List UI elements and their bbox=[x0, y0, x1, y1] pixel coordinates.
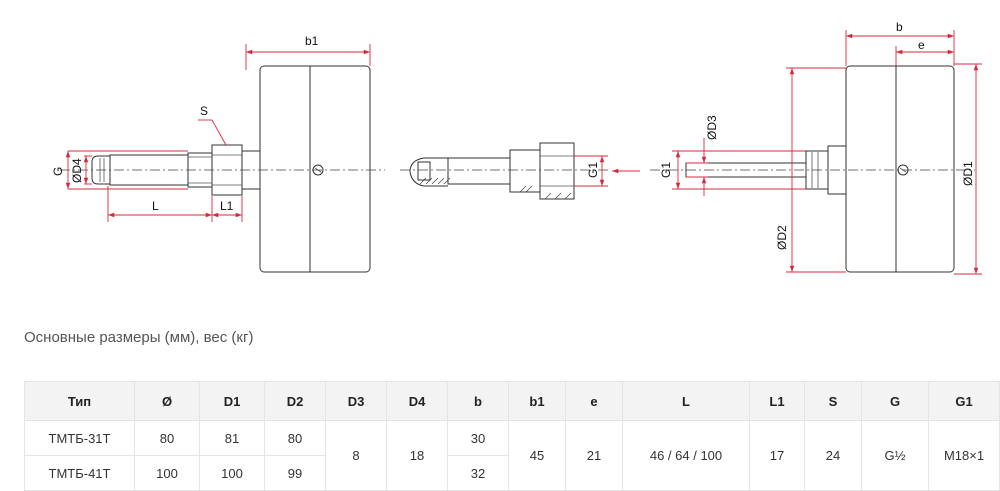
cell-diameter: 100 bbox=[134, 455, 200, 491]
s-label: S bbox=[200, 104, 208, 118]
cell-d2: 99 bbox=[264, 455, 326, 491]
cell-d3: 8 bbox=[325, 420, 387, 491]
header-l1: L1 bbox=[749, 381, 805, 421]
cell-d2: 80 bbox=[264, 420, 326, 456]
right-view-drawing: b e ØD3 G1 ØD2 ØD1 bbox=[650, 20, 982, 275]
d2-label: ØD2 bbox=[775, 225, 789, 250]
d4-label: ØD4 bbox=[70, 158, 84, 183]
cell-diameter: 80 bbox=[134, 420, 200, 456]
cell-g: G½ bbox=[861, 420, 929, 491]
cell-l1: 17 bbox=[749, 420, 805, 491]
header-b: b bbox=[447, 381, 509, 421]
cell-s: 24 bbox=[804, 420, 862, 491]
cell-b: 32 bbox=[447, 455, 509, 491]
header-b1: b1 bbox=[508, 381, 566, 421]
header-d3: D3 bbox=[325, 381, 387, 421]
e-label: e bbox=[918, 38, 925, 52]
g1-middle-label: G1 bbox=[586, 162, 600, 178]
dimensions-caption: Основные размеры (мм), вес (кг) bbox=[24, 329, 254, 346]
technical-drawing: b1 S G ØD4 L L1 bbox=[51, 20, 982, 275]
cell-b: 30 bbox=[447, 420, 509, 456]
header-g: G bbox=[861, 381, 929, 421]
cell-d4: 18 bbox=[386, 420, 448, 491]
d1-label: ØD1 bbox=[961, 161, 975, 186]
header-type: Тип bbox=[24, 381, 135, 421]
middle-view-drawing: G1 bbox=[400, 142, 640, 200]
header-e: e bbox=[565, 381, 623, 421]
left-view-drawing: b1 S G ØD4 L L1 bbox=[51, 34, 385, 273]
header-g1: G1 bbox=[928, 381, 1000, 421]
header-d4: D4 bbox=[386, 381, 448, 421]
cell-d1: 81 bbox=[199, 420, 265, 456]
g1-right-label: G1 bbox=[659, 162, 673, 178]
header-s: S bbox=[804, 381, 862, 421]
l1-label: L1 bbox=[220, 199, 234, 213]
header-diameter: Ø bbox=[134, 381, 200, 421]
table-row: ТМТБ-41Т 100 100 99 32 bbox=[24, 455, 1000, 491]
table-header-row: Тип Ø D1 D2 D3 D4 b b1 e L L1 S G G1 bbox=[24, 381, 1000, 421]
cell-g1: M18×1 bbox=[928, 420, 1000, 491]
d3-label: ØD3 bbox=[705, 115, 719, 140]
l-label: L bbox=[152, 199, 159, 213]
table-row: ТМТБ-31Т 80 81 80 8 18 30 45 21 46 / 64 … bbox=[24, 420, 1000, 491]
cell-e: 21 bbox=[565, 420, 623, 491]
header-d2: D2 bbox=[264, 381, 326, 421]
header-l: L bbox=[622, 381, 750, 421]
cell-type: ТМТБ-31Т bbox=[24, 420, 135, 456]
cell-d1: 100 bbox=[199, 455, 265, 491]
b1-label: b1 bbox=[305, 34, 319, 48]
cell-b1: 45 bbox=[508, 420, 566, 491]
cell-type: ТМТБ-41Т bbox=[24, 455, 135, 491]
dimensions-table: Тип Ø D1 D2 D3 D4 b b1 e L L1 S G G1 ТМТ… bbox=[24, 381, 1000, 491]
cell-l: 46 / 64 / 100 bbox=[622, 420, 750, 491]
b-label: b bbox=[896, 20, 903, 34]
g-label: G bbox=[51, 167, 65, 176]
header-d1: D1 bbox=[199, 381, 265, 421]
